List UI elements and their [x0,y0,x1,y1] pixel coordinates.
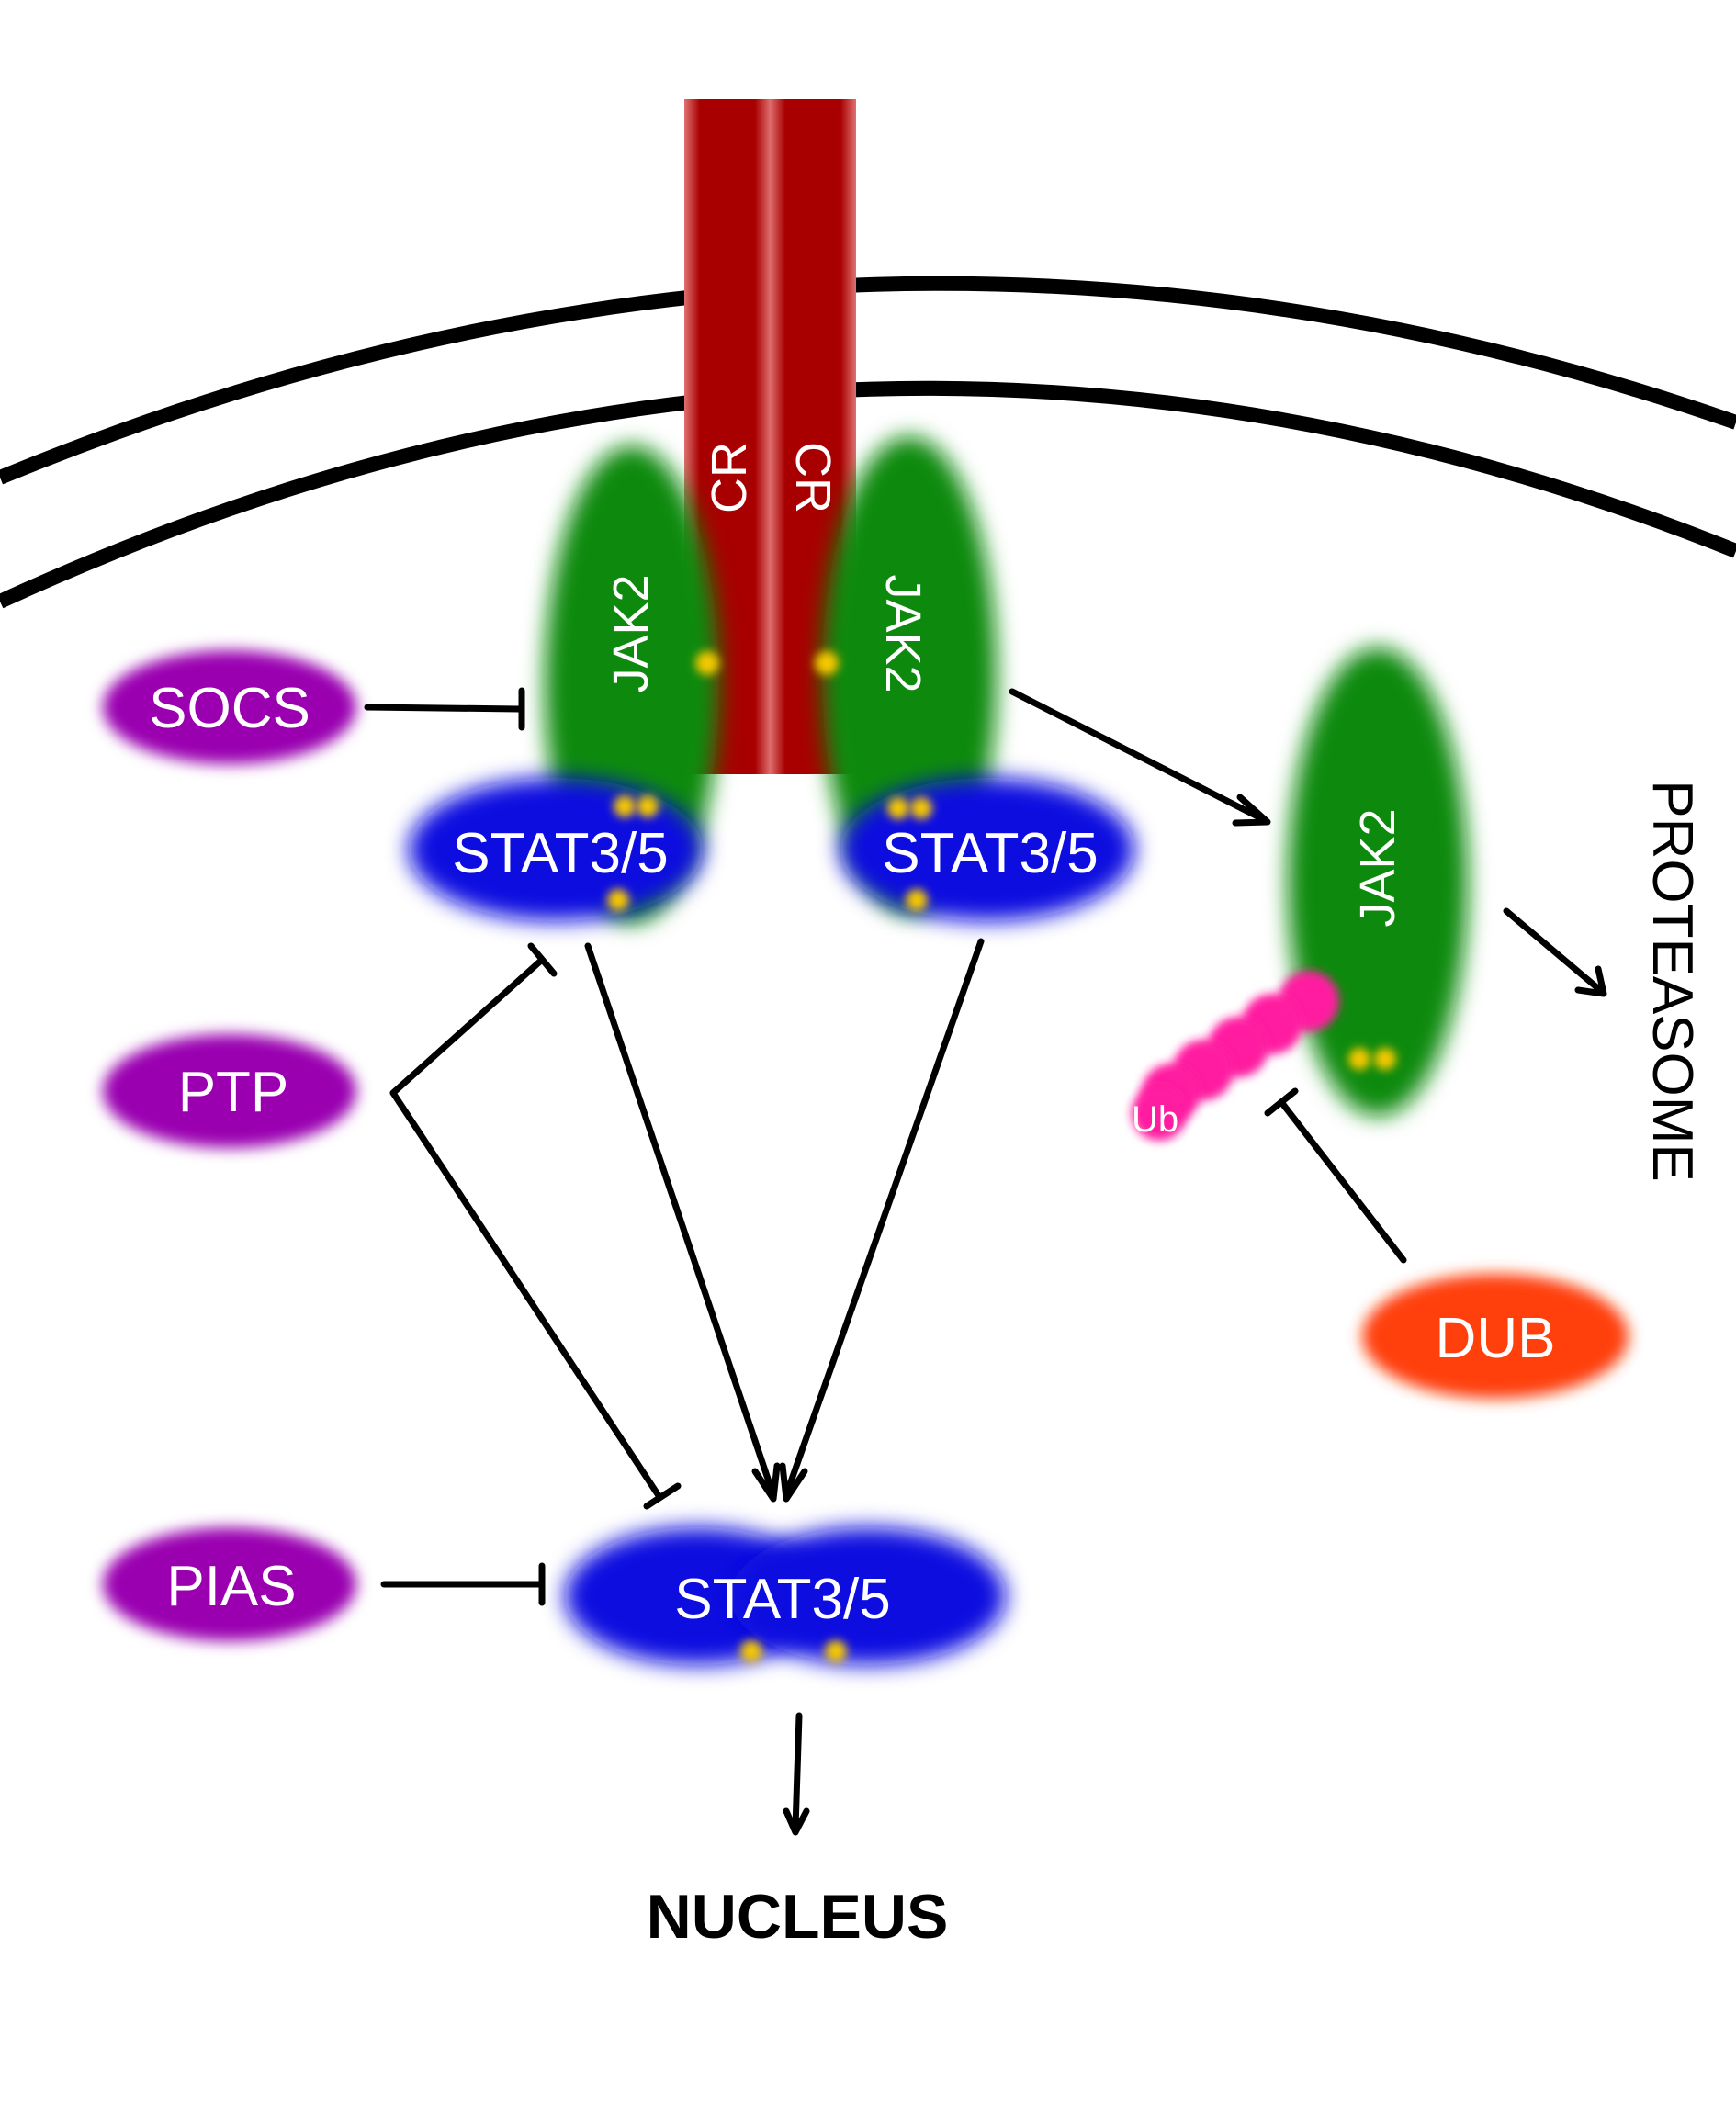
ub-label: Ub [1132,1099,1178,1140]
jak2-free-label: JAK2 [1350,808,1405,927]
pias-blob [103,1527,356,1641]
arrowhead-stat-left [751,1462,781,1503]
phospho-dot-stat-left [607,889,629,911]
arrow-jak2-to-proteasome [1503,907,1604,994]
socs-blob [103,650,356,764]
phospho-dot-jak2-right-a [887,797,909,819]
ptp-inhibition-bar-upper [527,942,558,977]
phospho-dot-dimer-b [825,1640,847,1662]
ptp-inhibition-line-lower [389,1089,663,1501]
stat-left-label: STAT3/5 [452,822,668,885]
cr-left-label: CR [702,442,757,513]
jak2-left-label: JAK2 [603,574,659,692]
arrowhead-jak2-free [1232,794,1271,827]
phospho-dot-jak2-left-b [637,795,659,817]
socs-inhibition-line [364,704,523,713]
phospho-dot-jak2-left-a [614,795,636,817]
arrowhead-proteasome [1574,965,1607,997]
dub-inhibition-line [1278,1098,1407,1264]
ptp-blob [103,1034,356,1148]
cr-right-label: CR [785,442,840,513]
phospho-dot-dimer-a [740,1640,762,1662]
phospho-dot-jak2-right-b [910,797,932,819]
phospho-dot-stat-right [906,889,928,911]
arrow-stat-left-to-dimer [584,942,775,1493]
arrowhead-stat-right [779,1462,808,1503]
ptp-label: PTP [178,1061,289,1124]
ubiquitin-chain [1132,971,1339,1141]
socs-label: SOCS [149,677,310,740]
phospho-dot-jak2-free-a [1348,1048,1370,1070]
phospho-dot-cr-left [695,651,719,675]
proteasome-label: PROTEASOME [1640,780,1704,1182]
phospho-dot-cr-right [815,651,839,675]
jak2-right-label: JAK2 [875,574,930,692]
arrow-stat-right-to-dimer [784,938,985,1493]
nucleus-label: NUCLEUS [647,1882,949,1952]
arrow-jak2-to-free [1009,688,1267,823]
outer-membrane [0,276,1736,485]
pias-label: PIAS [166,1555,296,1618]
stat-dimer-label: STAT3/5 [674,1568,890,1631]
phospho-dot-jak2-free-b [1374,1048,1396,1070]
ptp-inhibition-bar-lower [643,1482,682,1510]
arrowhead-nucleus [783,1807,810,1836]
ptp-inhibition-line-upper [389,956,546,1097]
inner-membrane [0,380,1736,609]
dub-blob [1362,1274,1629,1399]
dub-inhibition-bar [1264,1087,1299,1117]
stat-right-label: STAT3/5 [882,822,1098,885]
stat-dimer-right-blob [730,1527,1006,1665]
arrow-dimer-to-nucleus [792,1712,803,1831]
dub-label: DUB [1436,1307,1556,1370]
